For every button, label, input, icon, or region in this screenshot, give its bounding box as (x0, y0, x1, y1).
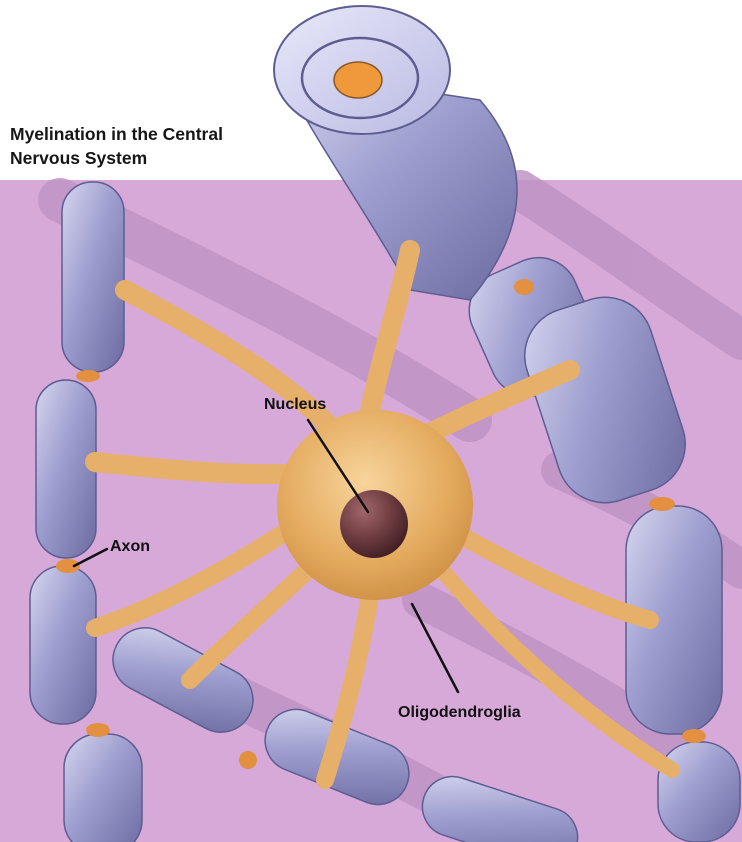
diagram-title-line-1: Myelination in the Central (10, 124, 223, 145)
oligodendroglia-label: Oligodendroglia (398, 704, 521, 722)
node-of-ranvier (649, 497, 675, 511)
myelin-segment (64, 734, 142, 842)
node-of-ranvier (514, 279, 534, 295)
node-of-ranvier (86, 723, 110, 737)
node-of-ranvier (239, 751, 257, 769)
myelin-segment (62, 182, 124, 372)
diagram-title-line-2: Nervous System (10, 148, 147, 169)
nucleus-label: Nucleus (264, 396, 326, 414)
myelin-segment (658, 742, 740, 842)
myelin-segment (30, 566, 96, 724)
node-of-ranvier (76, 370, 100, 382)
axon-label: Axon (110, 538, 150, 556)
myelin-segment (36, 380, 96, 558)
node-of-ranvier (682, 729, 706, 743)
axon-core (334, 62, 382, 98)
nucleus-sphere (340, 490, 408, 558)
